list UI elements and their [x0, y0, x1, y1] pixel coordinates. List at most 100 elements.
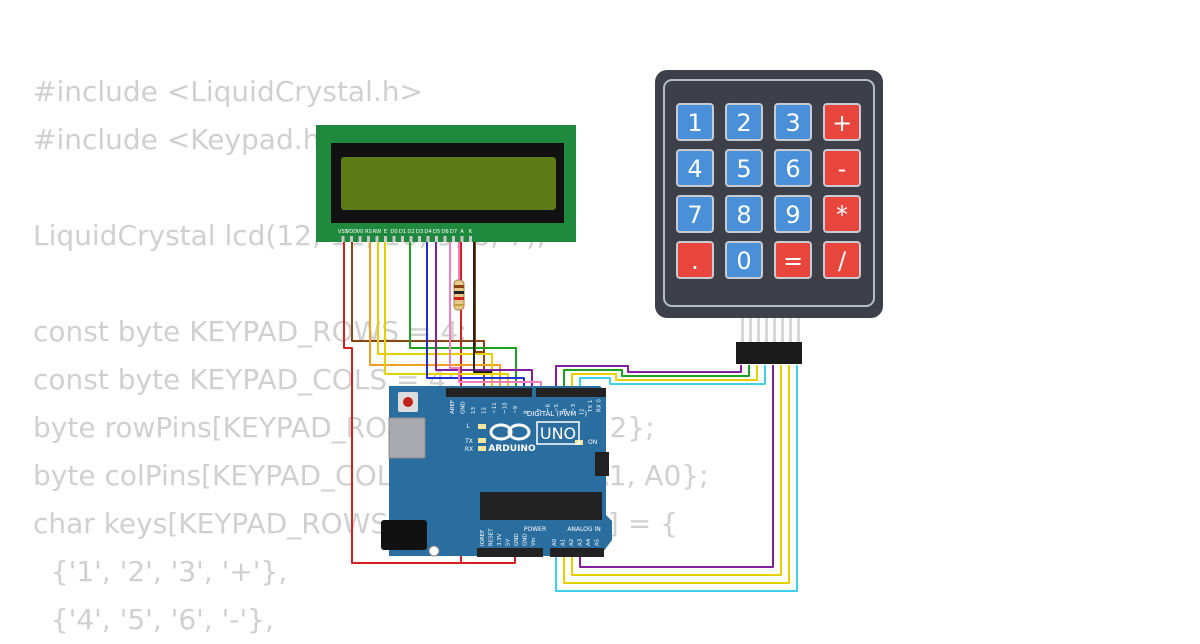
- keypad-connector-lead: [749, 318, 752, 344]
- keypad-key[interactable]: [676, 103, 714, 141]
- arduino-pin-label: ~3: [571, 403, 577, 412]
- lcd-pin-label: D7: [450, 229, 457, 235]
- keypad-pin-header: [736, 342, 802, 364]
- keypad-key[interactable]: [774, 103, 812, 141]
- lcd-pin: [409, 236, 413, 242]
- reset-button[interactable]: [403, 397, 413, 407]
- lcd-pin: [341, 236, 345, 242]
- keypad-key[interactable]: [725, 149, 763, 187]
- keypad-key-label: .: [691, 247, 699, 275]
- code-line: #include <Keypad.h>: [33, 123, 344, 156]
- keypad-connector-lead: [781, 318, 784, 344]
- keypad-key-label: 5: [736, 155, 751, 183]
- arduino-pin-label: A5: [595, 538, 601, 546]
- arduino-uno-board[interactable]: UNO ARDUINO DIGITAL (PWM ~) ANALOG IN PO…: [381, 386, 612, 557]
- lcd-pin: [350, 236, 353, 242]
- arduino-pin-label: AREF: [450, 400, 456, 414]
- lcd-pin: [401, 236, 404, 242]
- wire: [563, 365, 750, 390]
- lcd-pin: [375, 236, 379, 242]
- wire: [555, 365, 798, 592]
- arduino-pin-label: 8: [524, 410, 530, 414]
- on-led-label: ON: [588, 439, 597, 446]
- lcd-pin-label: VSS: [338, 229, 348, 235]
- keypad-key-label: -: [838, 155, 847, 183]
- lcd-pin-label: V0: [357, 229, 364, 235]
- digital-header-label: DIGITAL (PWM ~): [527, 410, 588, 418]
- keypad-key-label: 3: [785, 109, 800, 137]
- arduino-pin-label: ~11: [492, 402, 498, 414]
- arduino-logo: [489, 423, 531, 441]
- power-header-label: POWER: [524, 526, 546, 533]
- keypad-key[interactable]: [774, 195, 812, 233]
- keypad-border: [663, 79, 875, 307]
- lcd-screen: [341, 157, 556, 210]
- keypad-connector-lead: [765, 318, 768, 344]
- keypad-key[interactable]: [823, 149, 861, 187]
- keypad-key[interactable]: [725, 195, 763, 233]
- keypad-key[interactable]: [774, 149, 812, 187]
- led-label-tx: TX: [464, 438, 473, 445]
- keypad-connector-lead: [797, 318, 800, 344]
- code-line: #include <LiquidCrystal.h>: [33, 75, 423, 108]
- wire: [571, 365, 758, 390]
- wire: [563, 365, 790, 584]
- arduino-pin-label: 13: [471, 407, 477, 414]
- atmega-chip: [480, 492, 602, 520]
- wire: [449, 240, 542, 390]
- arduino-pin-label: A3: [578, 538, 584, 546]
- resistor[interactable]: [453, 279, 465, 311]
- led-label-rx: RX: [465, 446, 473, 453]
- keypad-key[interactable]: [774, 241, 812, 279]
- power-header: [477, 548, 543, 557]
- arduino-pin-label: ~10: [503, 402, 509, 414]
- arduino-pin-label: 12: [482, 407, 488, 414]
- lcd-pin-label: D3: [416, 229, 423, 235]
- lcd-pin: [452, 236, 455, 242]
- wire: [473, 240, 492, 373]
- arduino-pin-label: A2: [569, 539, 575, 546]
- wire: [555, 365, 742, 390]
- keypad-key-label: 0: [736, 247, 751, 275]
- lcd-pin: [367, 236, 370, 242]
- wire: [579, 365, 774, 568]
- keypad-key[interactable]: [676, 195, 714, 233]
- keypad-key[interactable]: [823, 103, 861, 141]
- wire: [474, 240, 484, 353]
- lcd-pin-label: D5: [433, 229, 440, 235]
- keypad-key[interactable]: [823, 195, 861, 233]
- keypad-key[interactable]: [676, 241, 714, 279]
- keypad-key[interactable]: [725, 241, 763, 279]
- lcd-pin-label: A: [460, 229, 464, 235]
- arduino-pin-label: 7: [537, 408, 543, 412]
- keypad-key[interactable]: [725, 103, 763, 141]
- keypad-key[interactable]: [823, 241, 861, 279]
- arduino-pin-label: RESET: [489, 528, 495, 546]
- keypad-key-label: 6: [785, 155, 800, 183]
- wire: [435, 240, 533, 390]
- keypad-connector-lead: [773, 318, 776, 344]
- wires: [343, 240, 798, 592]
- lcd-pin: [460, 236, 464, 242]
- keypad-connector-lead: [789, 318, 792, 344]
- arduino-pin-label: A4: [586, 538, 592, 546]
- keypad-key[interactable]: [676, 149, 714, 187]
- wire: [351, 240, 485, 390]
- keypad-key-label: 7: [687, 201, 702, 229]
- analog-header: [550, 548, 604, 557]
- lcd-pin-label: E: [384, 229, 387, 235]
- lcd-pin: [418, 236, 421, 242]
- lcd-pin: [435, 236, 438, 242]
- digital-header-low: [536, 388, 606, 397]
- code-line: const byte KEYPAD_ROWS = 4;: [33, 315, 468, 348]
- keypad-key-label: +: [832, 109, 852, 137]
- keypad-key-label: 2: [736, 109, 751, 137]
- keypad-connector-lead: [757, 318, 760, 344]
- keypad-key-label: 8: [736, 201, 751, 229]
- lcd-pin: [443, 236, 447, 242]
- lcd-pin-label: D2: [407, 229, 414, 235]
- arduino-model-label: UNO: [540, 424, 576, 443]
